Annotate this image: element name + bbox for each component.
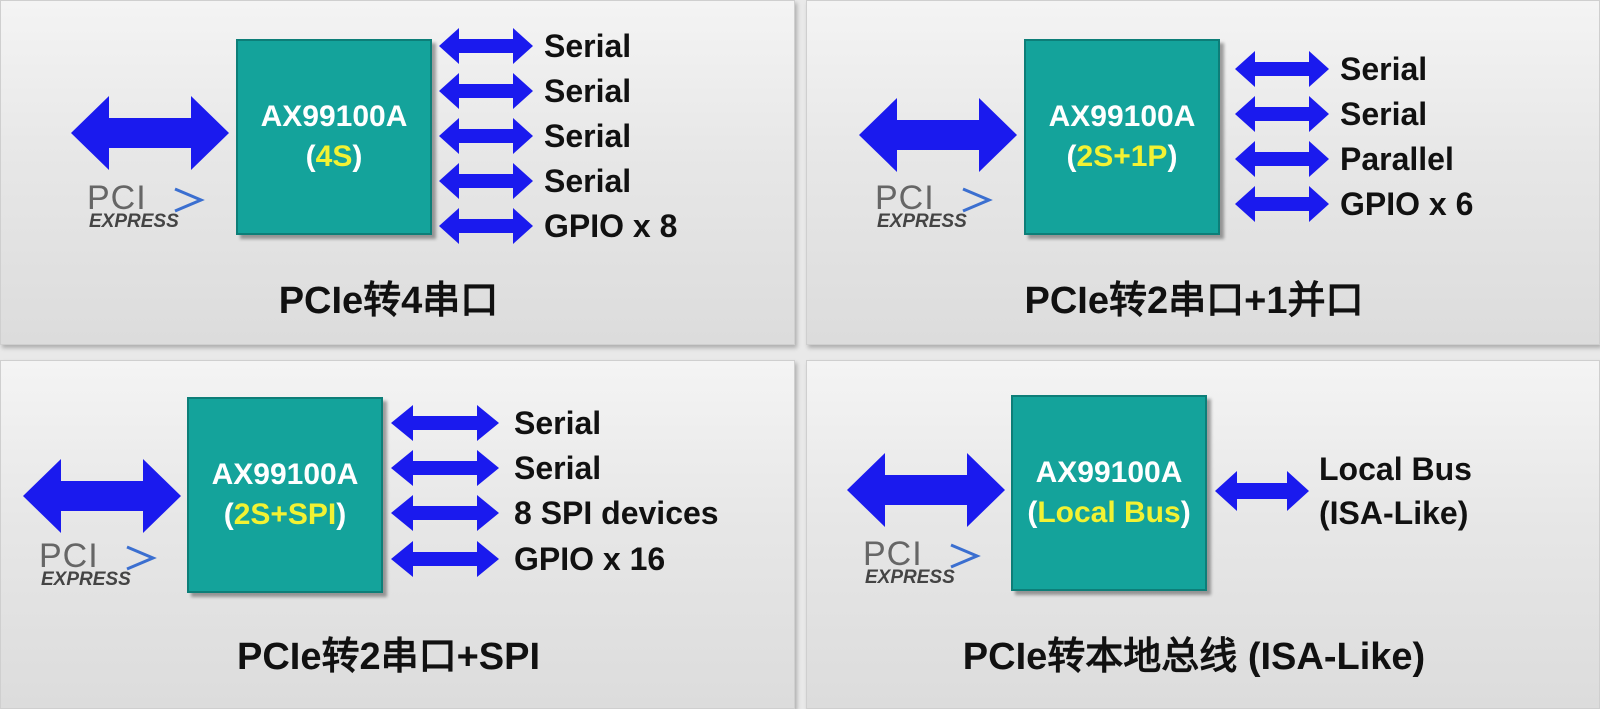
chip-variant: (4S) <box>305 140 363 173</box>
panel-caption: PCIe转2串口+SPI <box>236 636 541 678</box>
port-label: Serial <box>544 28 632 64</box>
chip-block: AX99100A (2S+SPI) <box>187 397 383 593</box>
port-label: GPIO x 6 <box>1340 186 1474 222</box>
port-arrow <box>439 73 533 109</box>
port-arrow <box>439 163 533 199</box>
port-label: Serial <box>544 73 632 109</box>
port-arrow <box>1235 141 1329 177</box>
chip-name: AX99100A <box>211 458 359 491</box>
port-label: GPIO x 16 <box>514 541 666 577</box>
chip-name: AX99100A <box>1035 456 1183 489</box>
chip-block: AX99100A (Local Bus) <box>1011 395 1207 591</box>
port-label: Serial <box>544 118 632 154</box>
port-label: Parallel <box>1340 141 1454 177</box>
panel-local-bus: PCI EXPRESS AX99100A (Local Bus) Local B… <box>806 360 1600 709</box>
pcie-host-arrow <box>859 98 1017 172</box>
panel-4-serial: PCI EXPRESS AX99100A (4S) Serial Serial … <box>0 0 795 345</box>
chip-block: AX99100A (2S+1P) <box>1024 39 1220 235</box>
port-arrow <box>439 118 533 154</box>
pci-chevron-icon <box>126 545 157 571</box>
chip-name: AX99100A <box>1048 100 1196 133</box>
port-arrow <box>1235 186 1329 222</box>
panel-2-serial-1-parallel: PCI EXPRESS AX99100A (2S+1P) Serial Seri… <box>806 0 1600 345</box>
port-arrow <box>1235 96 1329 132</box>
port-arrow <box>1235 51 1329 87</box>
pci-chevron-icon <box>174 187 205 213</box>
panel-caption: PCIe转2串口+1并口 <box>1024 280 1364 322</box>
port-label: Serial <box>544 163 632 199</box>
port-label: Local Bus <box>1319 451 1472 487</box>
pci-express-logo: PCI EXPRESS <box>875 181 1015 237</box>
chip-name: AX99100A <box>260 100 408 133</box>
pcie-host-arrow <box>71 96 229 170</box>
panel-caption: PCIe转4串口 <box>278 280 499 322</box>
panel-caption: PCIe转本地总线 (ISA-Like) <box>962 636 1426 678</box>
pcie-host-arrow <box>847 453 1005 527</box>
port-label: Serial <box>1340 51 1428 87</box>
chip-block: AX99100A (4S) <box>236 39 432 235</box>
port-arrow <box>391 495 499 531</box>
port-arrow <box>1215 471 1309 511</box>
chip-variant: (Local Bus) <box>1027 496 1191 529</box>
chip-variant: (2S+1P) <box>1066 140 1178 173</box>
panel-2-serial-spi: PCI EXPRESS AX99100A (2S+SPI) Serial Ser… <box>0 360 795 709</box>
port-arrow <box>391 541 499 577</box>
port-label: Serial <box>514 450 602 486</box>
pci-express-logo: PCI EXPRESS <box>39 539 179 595</box>
port-label: Serial <box>1340 96 1428 132</box>
chip-variant: (2S+SPI) <box>223 498 347 531</box>
port-label: Serial <box>514 405 602 441</box>
pcie-host-arrow <box>23 459 181 533</box>
port-arrow <box>439 208 533 244</box>
port-arrow <box>439 28 533 64</box>
port-arrow <box>391 405 499 441</box>
port-label: GPIO x 8 <box>544 208 678 244</box>
port-arrow <box>391 450 499 486</box>
pci-express-logo: PCI EXPRESS <box>863 537 1003 593</box>
port-label: (ISA-Like) <box>1319 495 1469 531</box>
pci-chevron-icon <box>950 543 981 569</box>
pci-express-logo: PCI EXPRESS <box>87 181 227 237</box>
pci-chevron-icon <box>962 187 993 213</box>
port-label: 8 SPI devices <box>514 495 719 531</box>
